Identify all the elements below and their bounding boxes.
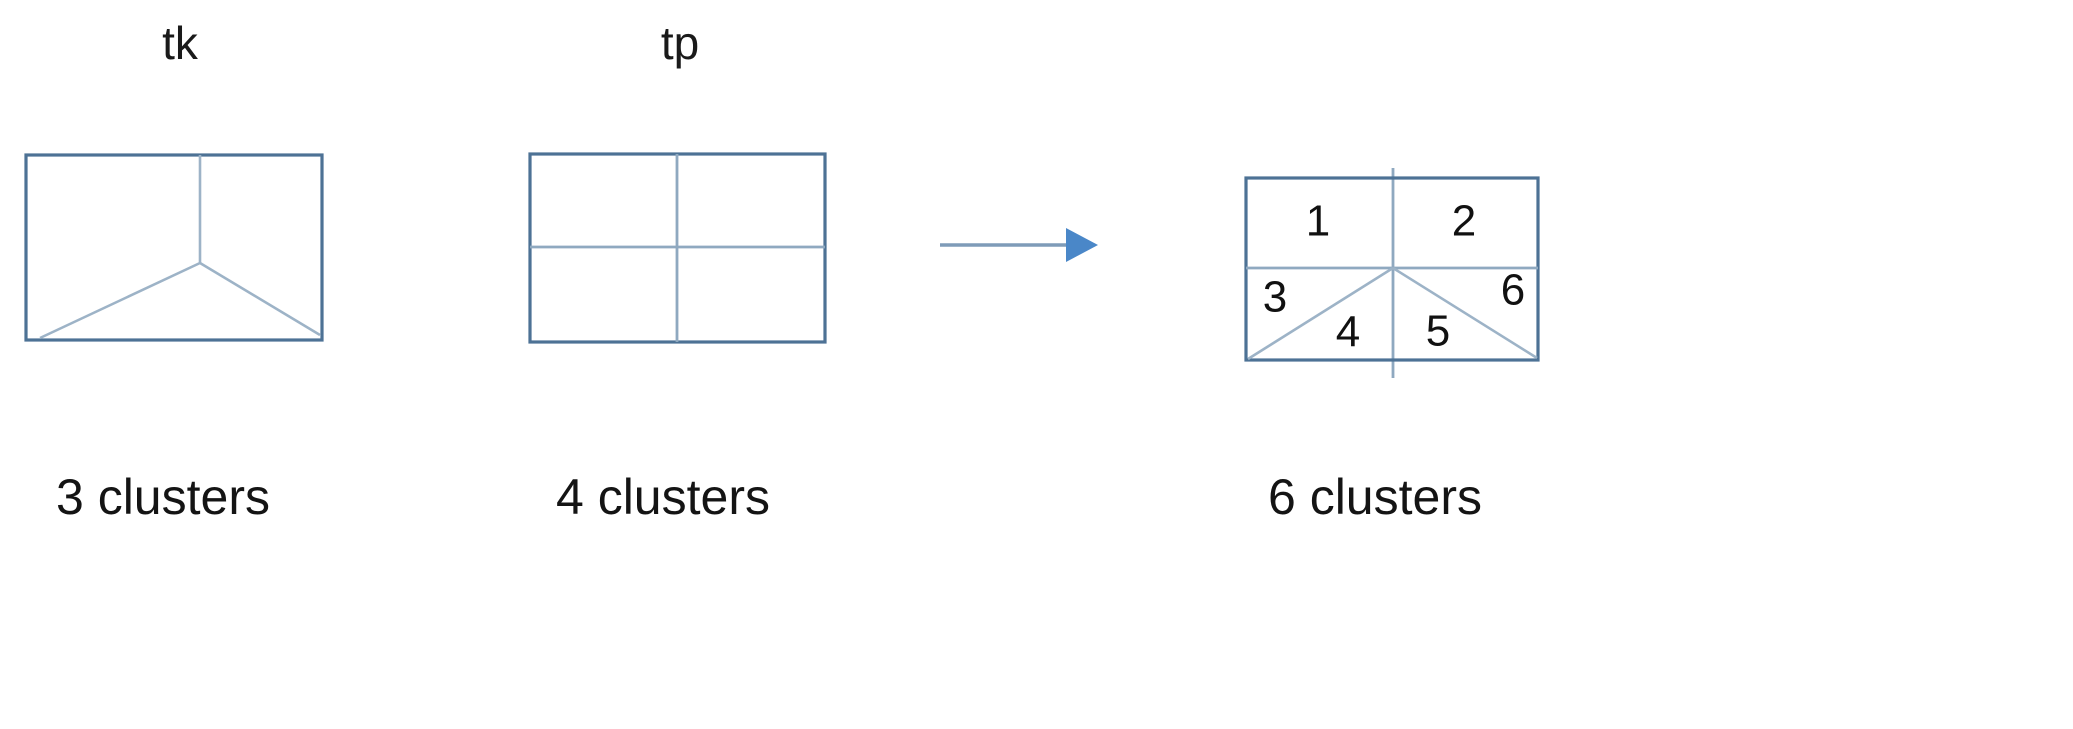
region-label-3: 3 xyxy=(1263,273,1287,322)
transform-arrow xyxy=(940,228,1098,262)
region-label-1: 1 xyxy=(1306,197,1330,246)
partition-figure-tp xyxy=(528,152,827,344)
out-diagonal-right xyxy=(1392,266,1538,360)
region-label-6: 6 xyxy=(1501,266,1525,315)
partition-figure-intersection: 1 2 3 4 5 6 xyxy=(1244,168,1540,378)
caption-middle-clusters: 4 clusters xyxy=(556,469,770,525)
caption-right-clusters: 6 clusters xyxy=(1268,469,1482,525)
panel-title-tp: tp xyxy=(660,17,700,69)
caption-left-clusters: 3 clusters xyxy=(56,469,270,525)
tk-divider-left-diagonal xyxy=(39,261,201,340)
partition-figure-tk xyxy=(24,153,324,342)
out-diagonal-left xyxy=(1247,266,1394,361)
tk-divider-right-diagonal xyxy=(199,261,321,337)
region-label-2: 2 xyxy=(1452,197,1476,246)
arrow-head-icon xyxy=(1066,228,1098,262)
region-label-4: 4 xyxy=(1336,308,1360,357)
tk-boundary-rect xyxy=(24,153,324,342)
panel-title-tk: tk xyxy=(162,17,198,69)
region-label-5: 5 xyxy=(1426,307,1450,356)
